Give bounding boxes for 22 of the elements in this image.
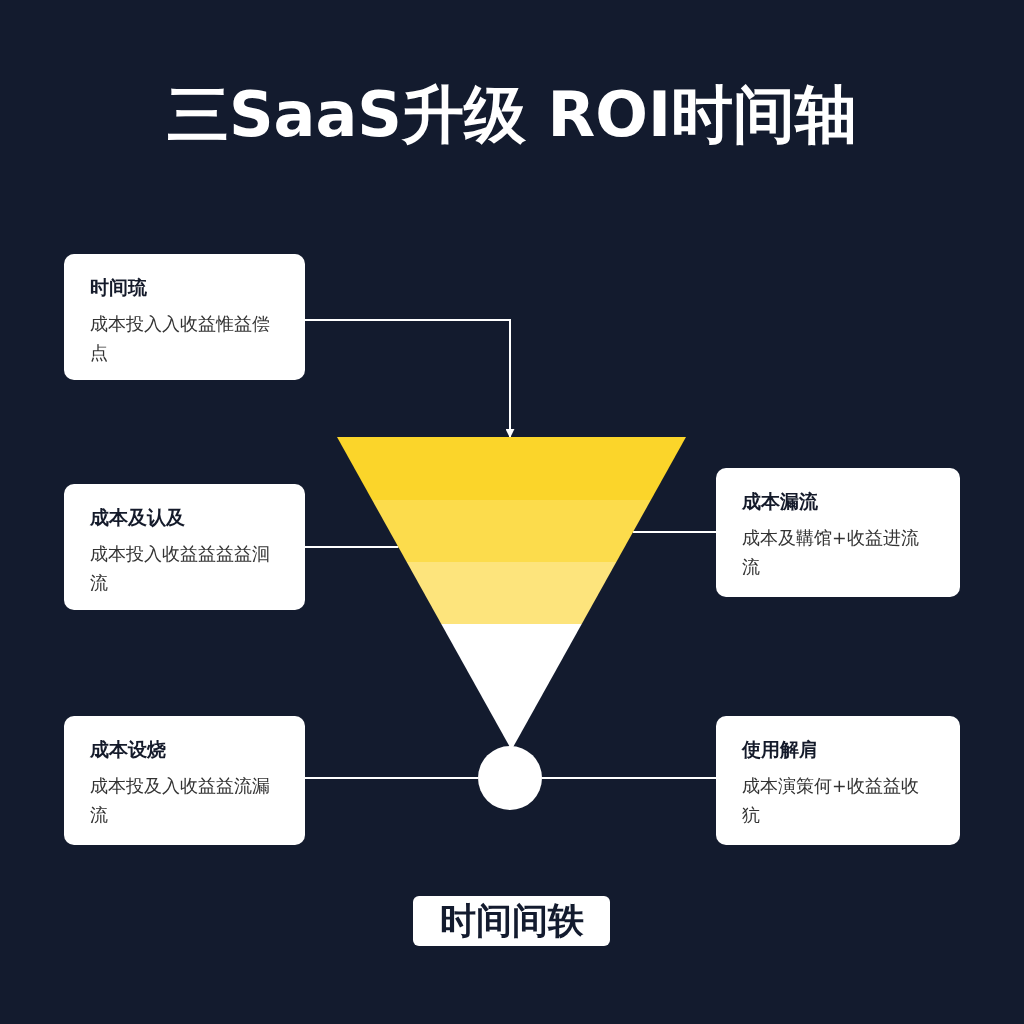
- connector-line: [304, 777, 479, 779]
- card-heading: 使用解肩: [742, 737, 818, 762]
- connector-line: [632, 531, 717, 533]
- card-heading: 时间琉: [90, 275, 147, 300]
- text-card: [64, 484, 305, 610]
- connector-line: [304, 546, 400, 548]
- card-description: 成本投入收益益益益洄流: [90, 543, 271, 595]
- card-heading: 成本及认及: [90, 505, 185, 530]
- card-description: 成本投入入收益惟益偿点: [90, 313, 271, 365]
- text-card: [64, 254, 305, 380]
- text-card: [64, 716, 305, 845]
- connector-line: [541, 777, 717, 779]
- text-card: [716, 716, 960, 845]
- caption-label: 时间间轶: [413, 896, 610, 946]
- card-description: 成本及鞲馆+收益进流流: [742, 527, 920, 579]
- text-card: [716, 468, 960, 597]
- arrow: [304, 319, 515, 438]
- card-description: 成本演策何+收益益收犺: [742, 775, 920, 827]
- card-heading: 成本漏流: [742, 489, 818, 514]
- card-heading: 成本设烧: [90, 737, 166, 762]
- title: 三SaaS升级 ROI时间轴: [165, 77, 859, 153]
- card-description: 成本投及入收益益流漏流: [90, 775, 271, 827]
